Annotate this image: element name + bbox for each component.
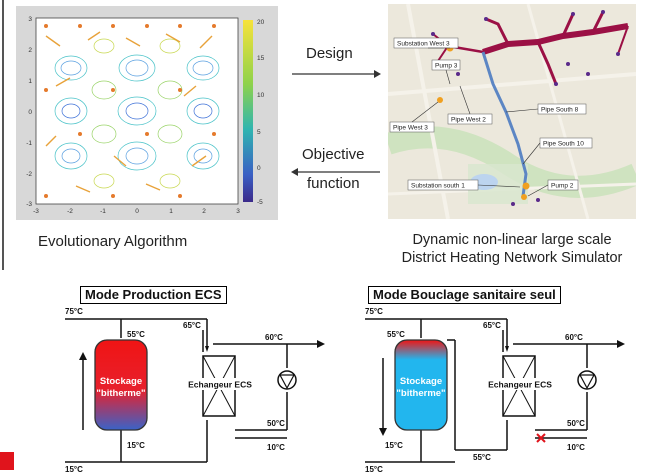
map-label: Pipe South 8 [537,103,587,115]
x-tick: 2 [202,208,206,215]
svg-text:Pump 2: Pump 2 [551,183,574,190]
map-label: Pipe South 10 [539,137,593,149]
x-tick: 1 [169,208,173,215]
accent-square [0,452,14,470]
temp-label: 65°C [183,321,201,330]
closed-valve-icon [536,433,546,443]
objective-arrow [291,168,380,176]
right-caption-line2: District Heating Network Simulator [401,250,623,266]
exchanger-mode1-label: Echangeur ECS [188,380,252,390]
y-tick: 3 [28,16,32,23]
svg-text:Substation south 1: Substation south 1 [411,183,465,190]
temp-label: 50°C [567,419,585,428]
mode2-title: Mode Bouclage sanitaire seul [368,286,561,304]
x-tick: -2 [67,208,73,215]
left-divider [2,0,4,270]
temp-label: 55°C [473,453,491,462]
plot-area [35,17,239,205]
x-tick: 0 [135,208,139,215]
map-label: Pipe West 3 [389,121,435,133]
temp-label: 75°C [65,307,83,316]
temp-label: 65°C [483,321,501,330]
colorbar-tick: 15 [257,55,265,62]
svg-text:Pipe West 3: Pipe West 3 [393,125,428,132]
mode1-diagram: Stockage "bitherme" Echangeur ECS 75°C 5… [65,307,325,474]
x-tick: -3 [33,208,39,215]
right-caption-line1: Dynamic non-linear large scale [412,232,612,248]
mode1-title: Mode Production ECS [80,286,227,304]
temp-label: 75°C [365,307,383,316]
function-label: function [307,175,360,192]
contour-plot: 20 15 10 5 0 -5 -3 -2 -1 0 1 2 3 3 2 1 0… [26,16,265,215]
svg-text:Pipe South 8: Pipe South 8 [541,107,579,114]
exchanger-mode2-label: Echangeur ECS [488,380,552,390]
x-tick: -1 [100,208,106,215]
map-label: Pump 2 [547,179,579,191]
map-label: Pipe West 2 [447,113,493,125]
objective-label: Objective [302,146,365,163]
map-label: Substation West 3 [393,37,459,49]
colorbar-tick: 10 [257,92,265,99]
colorbar-tick: 0 [257,165,261,172]
tank-mode2-label1: Stockage [400,376,442,387]
svg-text:Substation West 3: Substation West 3 [397,41,450,48]
svg-text:Pump 3: Pump 3 [435,63,458,70]
temp-label: 10°C [267,443,285,452]
design-label: Design [306,45,353,62]
tank-mode1-label2: "bitherme" [96,388,145,399]
y-tick: -1 [26,140,32,147]
x-tick: 3 [236,208,240,215]
temp-label: 10°C [567,443,585,452]
temp-label: 15°C [365,465,383,474]
colorbar [243,20,253,202]
temp-label: 15°C [127,441,145,450]
temp-label: 15°C [65,465,83,474]
colorbar-tick: 5 [257,129,261,136]
y-tick: 0 [28,109,32,116]
temp-label: 55°C [387,330,405,339]
y-tick: -2 [26,171,32,178]
map-label: Substation south 1 [407,179,479,191]
svg-text:Pipe South 10: Pipe South 10 [543,141,584,148]
temp-label: 60°C [565,333,583,342]
design-arrow [292,70,381,78]
temp-label: 60°C [265,333,283,342]
y-tick: -3 [26,201,32,208]
mode2-diagram: Stockage "bitherme" Echangeur ECS 75°C 5… [365,307,625,474]
map-label: Pump 3 [431,59,461,71]
particle-markers [44,24,216,198]
temp-label: 55°C [127,330,145,339]
tank-mode1-label1: Stockage [100,376,142,387]
left-caption: Evolutionary Algorithm [38,233,188,250]
tank-mode2-label2: "bitherme" [396,388,445,399]
colorbar-tick: 20 [257,19,265,26]
gradient-arrows [45,31,213,193]
tank-mode1 [94,339,148,431]
contour-plot-panel: 20 15 10 5 0 -5 -3 -2 -1 0 1 2 3 3 2 1 0… [16,6,278,220]
temp-label: 50°C [267,419,285,428]
tank-mode2 [394,339,448,431]
temp-label: 15°C [385,441,403,450]
svg-text:Pipe West 2: Pipe West 2 [451,117,486,124]
y-tick: 1 [28,78,32,85]
colorbar-tick: -5 [257,199,263,206]
network-map: Substation West 3 Pump 3 Pipe West 3 Pip… [384,3,641,220]
y-tick: 2 [28,47,32,54]
contour-lines [54,38,220,189]
